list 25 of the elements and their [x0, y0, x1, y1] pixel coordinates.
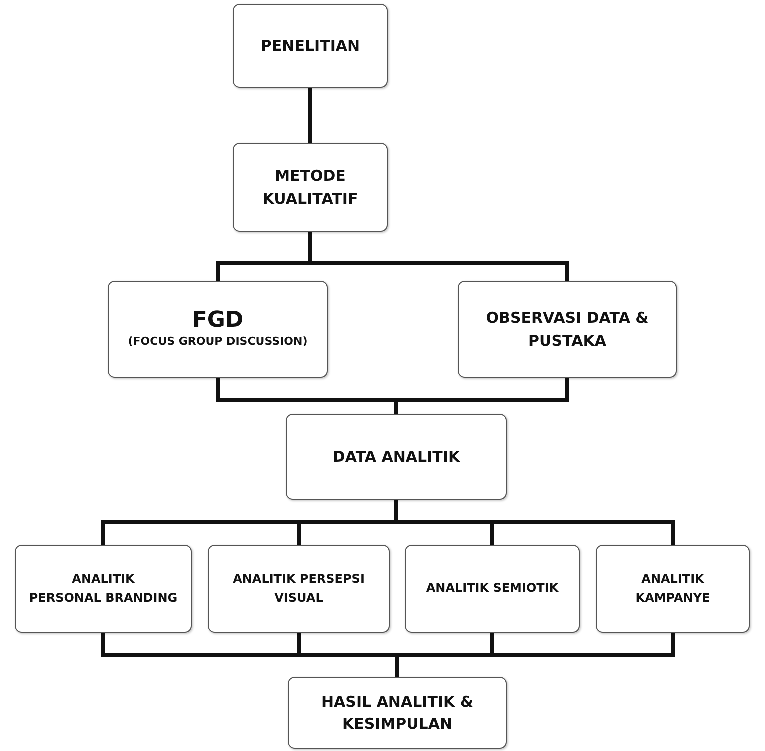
connector-line	[396, 633, 675, 677]
box-label: HASIL ANALITIK & KESIMPULAN	[320, 692, 474, 735]
box-label: ANALITIK SEMIOTIK	[425, 580, 560, 598]
box-label: ANALITIK	[71, 570, 136, 588]
box-label: METODE KUALITATIF	[262, 166, 360, 210]
box-label: PERSONAL BRANDING	[28, 590, 179, 607]
connector-line	[308, 88, 312, 143]
process-box	[233, 143, 388, 232]
box-label: PENELITIAN	[260, 36, 362, 57]
analysis-box	[208, 545, 390, 633]
process-box	[458, 281, 677, 378]
process-box	[108, 281, 328, 378]
process-box	[288, 677, 507, 749]
connector-line	[394, 378, 570, 414]
process-box	[286, 414, 507, 500]
analysis-box	[596, 545, 750, 633]
box-label: ANALITIK KAMPANYE	[634, 570, 712, 607]
box-label: (FOCUS GROUP DISCUSSION)	[127, 334, 309, 350]
analysis-box	[15, 545, 192, 633]
process-box	[233, 4, 388, 88]
box-label: OBSERVASI DATA & PUSTAKA	[485, 308, 650, 352]
box-label: ANALITIK PERSEPSI VISUAL	[232, 570, 366, 607]
box-label: DATA ANALITIK	[332, 446, 462, 468]
box-label: FGD	[191, 308, 245, 334]
analysis-box	[405, 545, 580, 633]
